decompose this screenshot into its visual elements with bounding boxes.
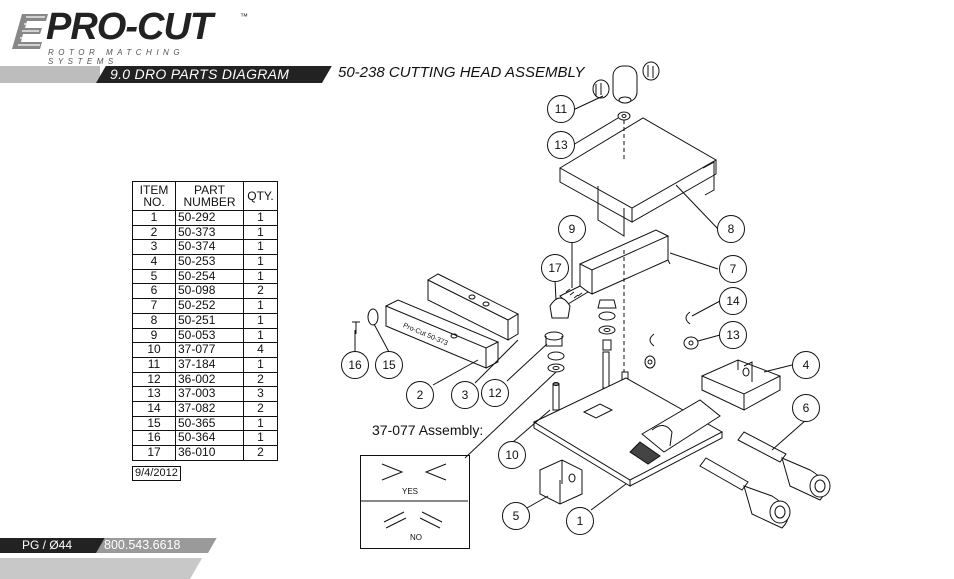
assembly-title: 37-077 Assembly:: [372, 422, 484, 438]
table-cell-qty: 1: [243, 268, 278, 284]
assembly-yes-label: YES: [402, 487, 419, 496]
table-cell-qty: 2: [243, 400, 278, 417]
part-5-bracket-drawing: [539, 459, 583, 505]
header-item-no: ITEM NO.: [132, 181, 176, 211]
part-1-base-drawing: [532, 377, 724, 487]
logo-e-mark-icon: [12, 14, 48, 49]
callout-13-right: 13: [719, 321, 747, 349]
table-cell-qty: 3: [243, 386, 278, 402]
callout-2: 2: [406, 381, 434, 409]
part-3-bar-drawing: [426, 273, 520, 341]
revision-date: 9/4/2012: [132, 466, 181, 481]
table-cell-qty: 1: [243, 239, 278, 255]
logo-wordmark: PRO-CUT: [46, 6, 213, 48]
part-16-screw-drawing: [352, 321, 360, 334]
part-13-washer-top-drawing: [617, 111, 631, 121]
callout-7: 7: [719, 255, 747, 283]
callout-9: 9: [558, 215, 586, 243]
part-15-disc-drawing: [367, 308, 379, 326]
callout-16: 16: [341, 351, 369, 379]
callout-4: 4: [792, 351, 820, 379]
part-17-nut-drawing: [549, 297, 571, 319]
section-title: 9.0 DRO PARTS DIAGRAM: [110, 66, 290, 82]
part-2-bar-drawing: [384, 299, 500, 369]
page-number: PG / Ø44: [22, 538, 73, 552]
callout-10: 10: [498, 441, 526, 469]
header-qty: QTY.: [243, 181, 278, 211]
callout-8: 8: [717, 215, 745, 243]
part-8-cover-drawing: [559, 117, 718, 237]
logo-tagline: ROTOR MATCHING SYSTEMS: [48, 48, 185, 66]
header-grey-band: [0, 66, 100, 83]
table-cell-qty: 1: [243, 415, 278, 431]
logo-trademark: ™: [240, 12, 248, 21]
callout-1: 1: [566, 507, 594, 535]
part-4-bracket-drawing: [700, 359, 782, 411]
callout-15: 15: [375, 351, 403, 379]
page-title: 50-238 CUTTING HEAD ASSEMBLY: [338, 64, 585, 81]
callout-leader-lines: [354, 95, 807, 511]
table-header-row: ITEM NO. PART NUMBER QTY.: [132, 181, 278, 211]
part-11-knob-drawing: [592, 61, 660, 104]
assembly-box: [360, 455, 470, 549]
pro-cut-logo: PRO-CUT ™ ROTOR MATCHING SYSTEMS: [12, 6, 252, 66]
table-cell-qty: 2: [243, 371, 278, 387]
table-cell-qty: 2: [243, 283, 278, 299]
assembly-no-label: NO: [410, 533, 422, 542]
table-cell-qty: 1: [243, 254, 278, 270]
part-6-handles-drawing: [699, 431, 831, 529]
phone-number: 800.543.6618: [104, 538, 181, 552]
header-part-number: PART NUMBER: [175, 181, 244, 211]
callout-6: 6: [792, 394, 820, 422]
callout-14: 14: [719, 287, 747, 315]
table-cell-qty: 4: [243, 342, 278, 358]
table-cell-qty: 1: [243, 327, 278, 343]
callout-12: 12: [481, 379, 509, 407]
callout-11: 11: [547, 95, 575, 123]
callout-17: 17: [541, 254, 569, 282]
part-7-bar-drawing: [578, 229, 671, 295]
callout-13-top: 13: [547, 131, 575, 159]
table-cell-qty: 1: [243, 356, 278, 373]
footer-bottom-band-left: [0, 558, 60, 579]
table-cell-qty: 1: [243, 312, 278, 328]
footer-page-band: [0, 538, 96, 553]
table-cell-qty: 1: [243, 224, 278, 240]
callout-3: 3: [451, 381, 479, 409]
table-cell-qty: 1: [243, 430, 278, 446]
table-cell-qty: 1: [243, 298, 278, 314]
table-cell-qty: 1: [243, 210, 278, 226]
callout-5: 5: [502, 502, 530, 530]
table-cell-qty: 2: [243, 445, 278, 461]
